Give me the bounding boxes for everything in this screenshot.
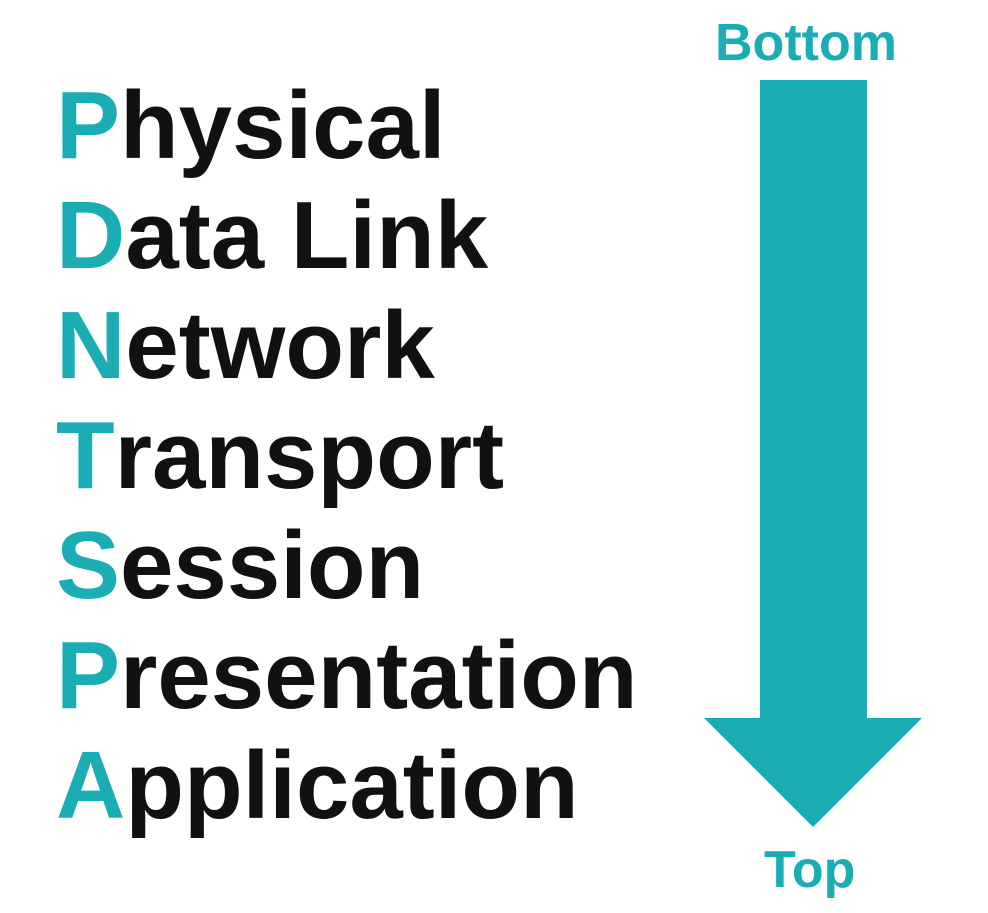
layer-name-rest: ession bbox=[120, 512, 425, 619]
layer-name-rest: hysical bbox=[120, 72, 446, 179]
layer-initial: S bbox=[56, 512, 121, 619]
layer-initial: T bbox=[56, 402, 115, 509]
layer-initial: N bbox=[56, 292, 126, 399]
layer-initial: P bbox=[56, 72, 121, 179]
layer-name-rest: resentation bbox=[120, 622, 638, 729]
layer-initial: D bbox=[56, 182, 126, 289]
arrow-shape bbox=[704, 80, 922, 827]
layer-name-rest: etwork bbox=[125, 292, 435, 399]
layer-name-rest: ransport bbox=[114, 402, 505, 509]
layer-initial: A bbox=[56, 732, 126, 839]
layer-name-rest: ata Link bbox=[125, 182, 489, 289]
layer-name-rest: pplication bbox=[125, 732, 579, 839]
arrow-start-label: Bottom bbox=[715, 14, 897, 72]
arrow-end-label: Top bbox=[764, 841, 856, 899]
layer-initial: P bbox=[56, 622, 121, 729]
